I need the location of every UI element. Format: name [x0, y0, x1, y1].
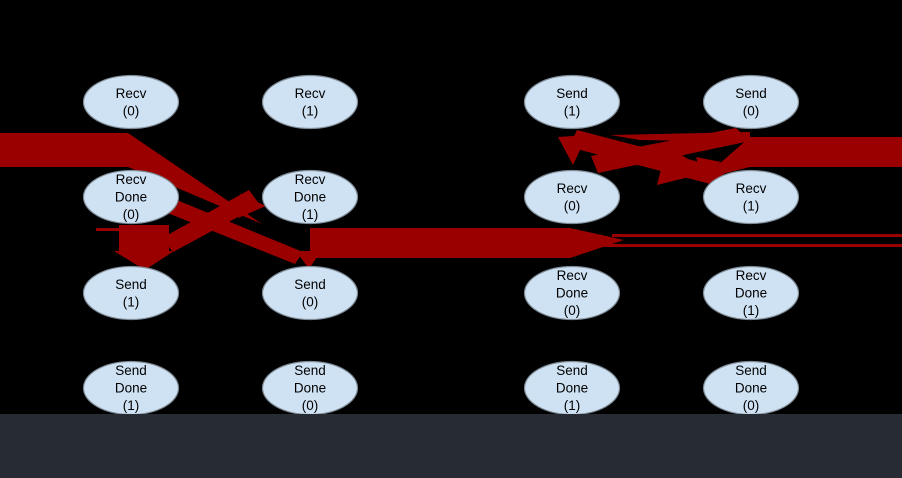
- red-edge-arrowhead-into-recv-0: [558, 135, 587, 165]
- red-edge-artifact-line-left: [96, 228, 122, 231]
- node-label: Recv(1): [736, 181, 767, 214]
- node-ellipse: [82, 169, 180, 225]
- red-edge-arrowhead-into-send-1: [114, 251, 174, 270]
- graph-node: Send(0): [261, 265, 359, 321]
- node-ellipse: [261, 265, 359, 321]
- red-edge-thin-line-upper-right: [612, 234, 902, 237]
- graph-node: Recv(0): [82, 74, 180, 130]
- node-ellipse: [702, 74, 800, 130]
- bottom-panel: [0, 414, 902, 478]
- node-ellipse: [523, 265, 621, 321]
- red-edge-shaft-recvdone1-to-send1: [162, 190, 260, 252]
- node-label: Recv(1): [295, 86, 326, 119]
- red-edge-wedge-left-diagonal: [128, 133, 262, 224]
- node-label: Recv(0): [116, 86, 147, 119]
- node-ellipse: [82, 265, 180, 321]
- red-dependency-edges-layer: [0, 128, 902, 270]
- node-ellipse: [261, 169, 359, 225]
- red-edge-arrowhead-into-recv-1-b: [696, 157, 721, 179]
- graph-node: Recv(1): [261, 74, 359, 130]
- red-edge-shaft-recvdone0-to-send0: [160, 196, 303, 264]
- node-ellipse: [702, 169, 800, 225]
- red-edge-band-middle: [310, 228, 570, 258]
- node-ellipse: [261, 74, 359, 130]
- node-label: Send(0): [294, 277, 326, 310]
- red-edge-shaft-down-col1: [119, 225, 169, 253]
- node-label: Send(1): [115, 277, 147, 310]
- graph-node: Recv(1): [702, 169, 800, 225]
- red-edge-shaft-send0-to-recv0: [591, 128, 750, 173]
- red-edge-band-right-edge: [750, 137, 902, 167]
- node-ellipse: [82, 74, 180, 130]
- graph-node: Send(0): [702, 74, 800, 130]
- node-ellipse: [523, 74, 621, 130]
- graph-node: Send(1): [82, 265, 180, 321]
- node-label: Send(1): [556, 86, 588, 119]
- graph-node: Recv(0): [523, 169, 621, 225]
- red-edge-thin-line-lower-right: [598, 244, 902, 247]
- graph-node: Send(1): [523, 74, 621, 130]
- node-ellipse: [702, 265, 800, 321]
- node-label: Send(0): [735, 86, 767, 119]
- red-edge-wedge-middle-right: [570, 228, 624, 258]
- node-ellipse: [523, 169, 621, 225]
- red-edge-band-left-edge: [0, 133, 128, 167]
- node-label: Recv(0): [557, 181, 588, 214]
